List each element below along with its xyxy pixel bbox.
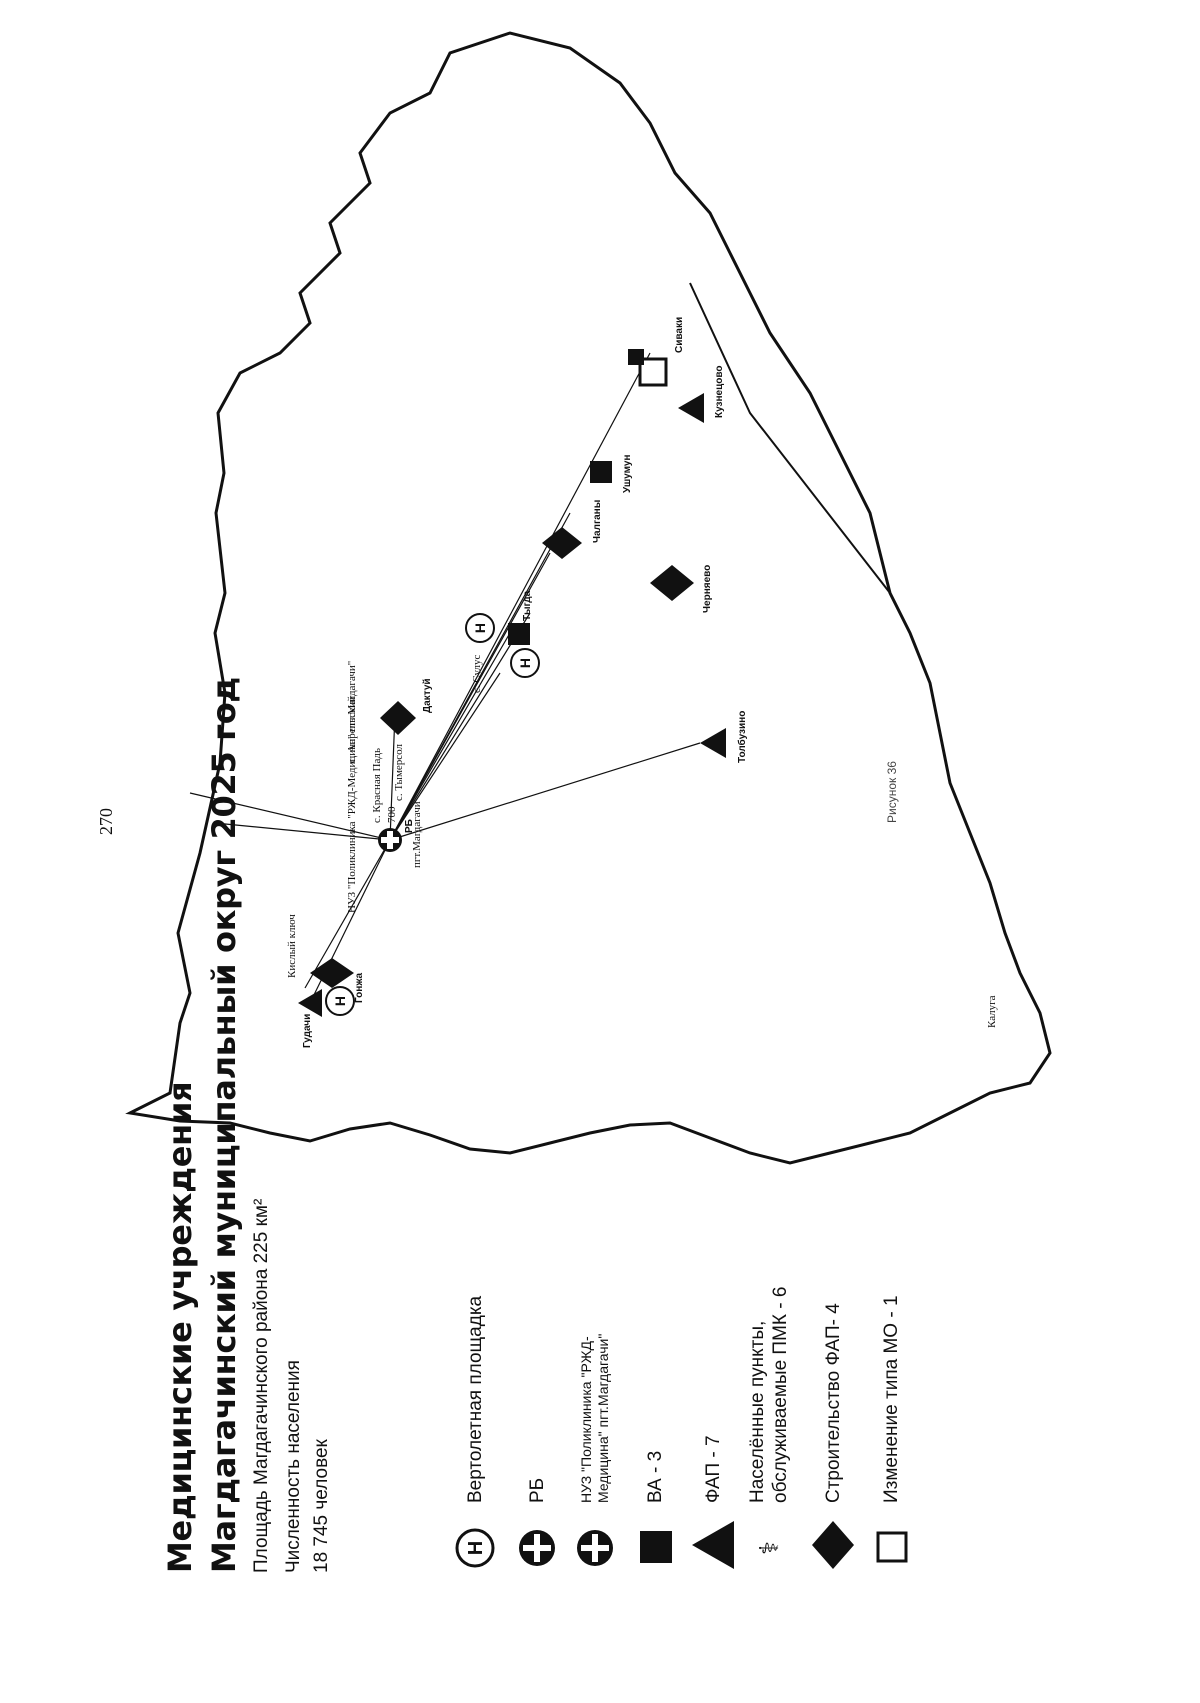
district-map: H H H	[125, 31, 1052, 1165]
fap-marker-kuznetsovo	[678, 393, 704, 423]
district-boundary	[125, 31, 1052, 1165]
fap-build-marker-gonzha	[310, 958, 354, 988]
route-line	[389, 612, 531, 841]
polyclinic-icon	[570, 1513, 620, 1573]
svg-text:H: H	[472, 623, 488, 633]
label-aprelskiy: с. Апрельский	[346, 696, 358, 763]
fap-build-marker-chalgany	[542, 527, 582, 559]
legend-label-helipad: Вертолетная площадка	[464, 1295, 486, 1503]
legend-label-va: ВА - 3	[644, 1450, 666, 1503]
square-filled-icon	[630, 1513, 680, 1573]
legend-item-fap: ФАП - 7	[688, 1435, 738, 1573]
route-line	[389, 672, 501, 841]
label-kislyy-klyuch: Кислый ключ	[286, 914, 298, 978]
route-line	[214, 822, 391, 841]
va-marker-sivaki	[628, 349, 644, 365]
label-sivaki: Сиваки	[674, 317, 685, 353]
population-value: 18 745 человек	[311, 1439, 332, 1573]
fap-build-marker-chernyaevo	[650, 565, 694, 601]
helipad-marker-tygda-2	[510, 648, 540, 678]
map-labels: Гудачи Гонжа Кислый ключ пгт.Магдагачи Р…	[286, 317, 998, 1048]
va-marker-tygda	[508, 623, 530, 645]
legend-label-nuz: НУЗ "Поликлиника "РЖД-Медицина" пгт.Магд…	[578, 1333, 611, 1503]
svg-text:H: H	[465, 1541, 487, 1555]
label-tymersol: с. Тымерсол	[393, 743, 405, 801]
diamond-filled-icon	[808, 1513, 858, 1573]
mo-change-marker-sivaki	[638, 357, 668, 387]
route-line	[389, 632, 511, 841]
route-line	[189, 792, 391, 841]
fap-marker-gudachi	[298, 989, 322, 1017]
route-line	[389, 742, 701, 841]
label-gudachi: Гудачи	[302, 1014, 313, 1048]
square-outline-icon	[866, 1513, 916, 1573]
route-line	[389, 352, 651, 841]
mobile-unit-icon: ⚕	[744, 1513, 794, 1573]
va-marker-ushumun	[590, 461, 612, 483]
legend-label-fap-build: Строительство ФАП- 4	[822, 1303, 844, 1503]
helipad-marker-tygda	[465, 613, 495, 643]
helipad-marker-gudachi	[325, 986, 355, 1016]
label-gonzha: Гонжа	[354, 972, 365, 1003]
label-tygda: Тыгда	[522, 590, 533, 621]
map-legend: H Вертолетная площадка РБ НУЗ "Поликлини…	[450, 973, 930, 1573]
figure-caption: Рисунок 36	[885, 761, 899, 823]
label-distance-700: 700	[386, 806, 398, 823]
legend-item-rb: РБ	[512, 1478, 562, 1573]
label-krasnaya-pad: с. Красная Падь	[371, 748, 383, 823]
label-rb: РБ	[404, 819, 415, 833]
legend-label-mo-change: Изменение типа МО - 1	[880, 1295, 902, 1503]
hospital-cross-icon	[512, 1513, 562, 1573]
population-label: Численность населения	[283, 1360, 304, 1573]
label-chernyaevo: Черняево	[702, 565, 713, 613]
legend-label-fap: ФАП - 7	[702, 1435, 724, 1503]
area-text: Площадь Магдагачинского района 225 км²	[251, 1198, 272, 1573]
svg-text:H: H	[517, 658, 533, 668]
route-line	[389, 712, 396, 841]
svg-text:⚕: ⚕	[755, 1541, 785, 1555]
svg-text:H: H	[332, 996, 348, 1006]
internal-boundary	[689, 282, 891, 594]
fap-marker-tolbuzino	[700, 728, 726, 758]
label-sulus: с. Сулус	[471, 655, 483, 693]
triangle-filled-icon	[688, 1513, 738, 1573]
legend-item-nuz: НУЗ "Поликлиника "РЖД-Медицина" пгт.Магд…	[570, 1333, 620, 1573]
label-tolbuzino: Толбузино	[736, 711, 748, 763]
legend-item-mo-change: Изменение типа МО - 1	[866, 1295, 916, 1573]
legend-item-helipad: H Вертолетная площадка	[450, 1296, 500, 1573]
legend-label-rb: РБ	[526, 1477, 548, 1503]
map-markers: H H H	[298, 349, 726, 1017]
legend-item-va: ВА - 3	[630, 1451, 680, 1573]
legend-label-pmk: Населённые пункты, обслуживаемые ПМК - 6	[747, 1286, 791, 1503]
label-ushumun: Ушумун	[622, 455, 633, 493]
fap-build-marker-daktuy	[380, 701, 416, 735]
label-daktuy: Дактуй	[422, 678, 433, 713]
route-line	[304, 839, 391, 989]
route-lines	[189, 352, 701, 1004]
label-nuz: НУЗ "Поликлиника "РЖД-Медицина" пгт.Магд…	[346, 661, 358, 913]
route-line	[389, 512, 571, 841]
legend-item-fap-build: Строительство ФАП- 4	[808, 1303, 858, 1573]
label-kaluga: Калуга	[986, 995, 998, 1028]
helipad-icon: H	[450, 1513, 500, 1573]
label-chalgany: Чалганы	[592, 500, 603, 543]
label-magdagachi: пгт.Магдагачи	[411, 801, 423, 868]
legend-item-pmk: ⚕ Населённые пункты, обслуживаемые ПМК -…	[744, 1243, 794, 1573]
label-kuznetsovo: Кузнецово	[714, 366, 725, 419]
